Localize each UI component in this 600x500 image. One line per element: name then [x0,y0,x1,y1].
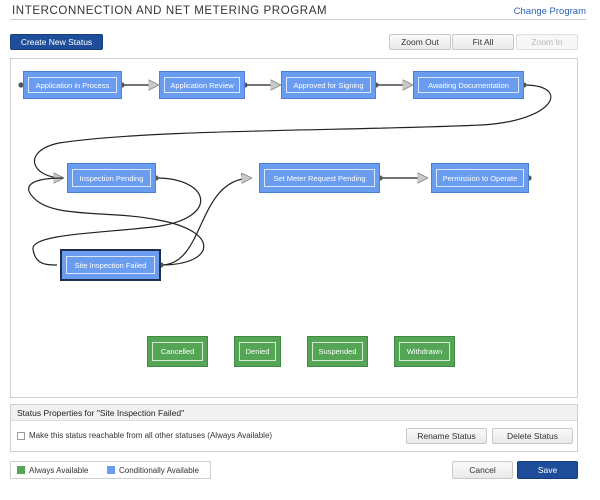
status-label: Cancelled [152,342,203,361]
transition-failed-to-meter [160,178,251,266]
status-label: Permission to Operate [436,169,524,187]
status-node-site-inspection-failed[interactable]: Site Inspection Failed [60,249,161,281]
status-node-suspended[interactable]: Suspended [307,336,368,367]
status-label: Inspection Pending [72,169,151,187]
status-node-denied[interactable]: Denied [234,336,281,367]
status-node-inspection-pending[interactable]: Inspection Pending [67,163,156,193]
rename-status-button[interactable]: Rename Status [406,428,487,444]
status-node-approved-for-signing[interactable]: Approved for Signing [281,71,376,99]
save-button[interactable]: Save [517,461,578,479]
conditionally-available-swatch [107,466,115,474]
status-label: Awaiting Documentation [418,77,519,93]
zoom-out-button[interactable]: Zoom Out [389,34,451,50]
transition-failed-to-inspection [28,177,205,266]
status-node-awaiting-documentation[interactable]: Awaiting Documentation [413,71,524,99]
status-label: Approved for Signing [286,77,371,93]
always-available-checkbox[interactable] [17,432,25,440]
status-label: Site Inspection Failed [66,256,155,274]
status-label: Withdrawn [399,342,450,361]
status-label: Denied [239,342,276,361]
status-properties-panel: Status Properties for "Site Inspection F… [10,404,578,452]
legend: Always Available Conditionally Available [10,461,211,479]
zoom-in-button: Zoom In [516,34,578,50]
title-divider [10,19,586,20]
status-node-permission-to-operate[interactable]: Permission to Operate [431,163,529,193]
status-properties-header: Status Properties for "Site Inspection F… [11,405,577,421]
always-available-swatch [17,466,25,474]
create-new-status-button[interactable]: Create New Status [10,34,103,50]
transition-awaiting-to-inspection [34,84,552,178]
always-available-label: Make this status reachable from all othe… [29,431,273,440]
legend-conditionally-available: Conditionally Available [119,466,199,475]
delete-status-button[interactable]: Delete Status [492,428,573,444]
status-label: Set Meter Request Pending [264,169,375,187]
change-program-link[interactable]: Change Program [513,6,586,17]
status-node-cancelled[interactable]: Cancelled [147,336,208,367]
status-label: Application Review [164,77,240,93]
page-title: INTERCONNECTION AND NET METERING PROGRAM [12,5,328,17]
status-node-application-review[interactable]: Application Review [159,71,245,99]
cancel-button[interactable]: Cancel [452,461,513,479]
transition-connectors [18,59,552,268]
legend-always-available: Always Available [29,466,89,475]
status-label: Suspended [312,342,363,361]
workflow-canvas[interactable]: Application in Process Application Revie… [10,58,578,398]
transition-inspection-to-meter [32,177,202,266]
status-label: Application in Process [28,77,117,93]
status-node-withdrawn[interactable]: Withdrawn [394,336,455,367]
fit-all-button[interactable]: Fit All [452,34,514,50]
status-node-application-in-process[interactable]: Application in Process [23,71,122,99]
status-node-set-meter-request-pending[interactable]: Set Meter Request Pending [259,163,380,193]
